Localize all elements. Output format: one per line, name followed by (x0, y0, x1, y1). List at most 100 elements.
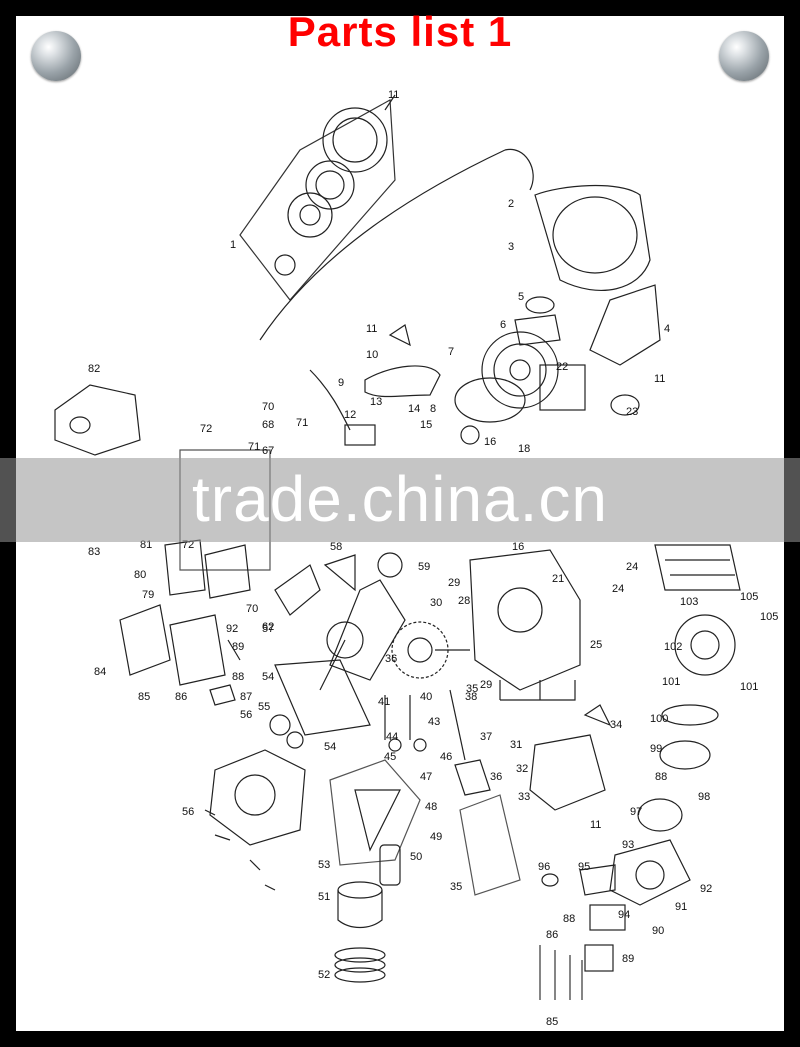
callout: 89 (232, 641, 244, 653)
callout: 47 (420, 771, 432, 783)
callout: 45 (384, 751, 396, 763)
callout: 92 (700, 883, 712, 895)
callout: 29 (480, 679, 492, 691)
callout: 56 (240, 709, 252, 721)
callout: 43 (428, 716, 440, 728)
part-connecting-rod (329, 759, 421, 866)
callout: 89 (622, 953, 634, 965)
part-recoil-starter (239, 94, 396, 301)
part-rocker-group (459, 794, 521, 896)
part-carburetor (579, 839, 691, 906)
part-89 (584, 944, 614, 972)
callout: 31 (510, 739, 522, 751)
callout: 35 (450, 881, 462, 893)
callout: 85 (138, 691, 150, 703)
callout: 94 (618, 909, 630, 921)
callout: 95 (578, 861, 590, 873)
part-57 (274, 564, 321, 616)
part-air-cleaner-base (204, 544, 251, 599)
callout: 33 (518, 791, 530, 803)
part-flywheel (454, 331, 559, 423)
callout: 21 (552, 573, 564, 585)
callout: 71 (248, 441, 260, 453)
callout: 38 (465, 691, 477, 703)
callout: 90 (652, 925, 664, 937)
callout: 99 (650, 743, 662, 755)
callout: 35 (466, 683, 478, 695)
corner-ball-right (719, 31, 769, 81)
callout: 22 (556, 361, 568, 373)
callout: 51 (318, 891, 330, 903)
part-23 (610, 394, 640, 416)
callout: 62 (262, 621, 274, 633)
callout: 50 (410, 851, 422, 863)
callout: 86 (546, 929, 558, 941)
callout: 101 (662, 676, 680, 688)
part-6 (514, 314, 561, 346)
callout: 57 (262, 623, 274, 635)
callout: 88 (232, 671, 244, 683)
callout: 30 (430, 597, 442, 609)
callout: 98 (698, 791, 710, 803)
callout: 16 (512, 541, 524, 553)
part-52-bolts (204, 809, 276, 891)
callout: 7 (448, 346, 454, 358)
callout: 13 (370, 396, 382, 408)
watermark-band (0, 458, 800, 542)
page-title: Parts list 1 (287, 8, 513, 55)
callout: 23 (626, 406, 638, 418)
callout: 72 (200, 423, 212, 435)
callout: 11 (654, 373, 665, 385)
callout: 34 (610, 719, 622, 731)
part-86-bolts (539, 945, 583, 1000)
callout: 100 (650, 713, 668, 725)
part-muffler-guard (119, 604, 171, 676)
callout: 1 (230, 239, 236, 251)
part-oil-seal (460, 425, 480, 445)
callout: 105 (760, 611, 778, 623)
callout: 54 (324, 741, 336, 753)
part-22-frame (539, 364, 586, 411)
part-starter-assembly (637, 614, 736, 832)
part-piston-pin (379, 844, 401, 886)
callout: 85 (546, 1016, 558, 1028)
part-35 (454, 759, 491, 796)
part-fan-cover (259, 148, 651, 341)
part-10 (388, 324, 411, 347)
part-muffler (169, 614, 226, 686)
callout: 4 (664, 323, 670, 335)
callout: 55 (258, 701, 270, 713)
callout: 70 (262, 401, 274, 413)
callout: 58 (330, 541, 342, 553)
callout: 83 (88, 546, 100, 558)
callout: 28 (458, 595, 470, 607)
callout: 29 (448, 577, 460, 589)
callout: 6 (500, 319, 506, 331)
callout: 9 (338, 377, 344, 389)
callout: 52 (318, 969, 330, 981)
callout: 59 (418, 561, 430, 573)
part-12 (344, 424, 376, 446)
callout: 103 (680, 596, 698, 608)
callout: 24 (626, 561, 638, 573)
part-88 (589, 904, 626, 931)
callout: 8 (430, 403, 436, 415)
callout: 80 (134, 569, 146, 581)
callout: 87 (240, 691, 252, 703)
callout: 67 (262, 445, 274, 457)
callout: 91 (675, 901, 687, 913)
part-cylinder-block (469, 549, 581, 701)
callout: 46 (440, 751, 452, 763)
callout: 36 (385, 653, 397, 665)
callout: 24 (612, 583, 624, 595)
callout: 54 (262, 671, 274, 683)
callout: 11 (366, 323, 377, 335)
part-33 (583, 704, 612, 727)
part-83 (209, 684, 236, 706)
callout: 101 (740, 681, 758, 693)
part-crankcase-cover (209, 714, 306, 846)
part-tank-cap (69, 416, 91, 434)
part-cylinder-head (529, 734, 606, 811)
part-85 (227, 639, 241, 661)
